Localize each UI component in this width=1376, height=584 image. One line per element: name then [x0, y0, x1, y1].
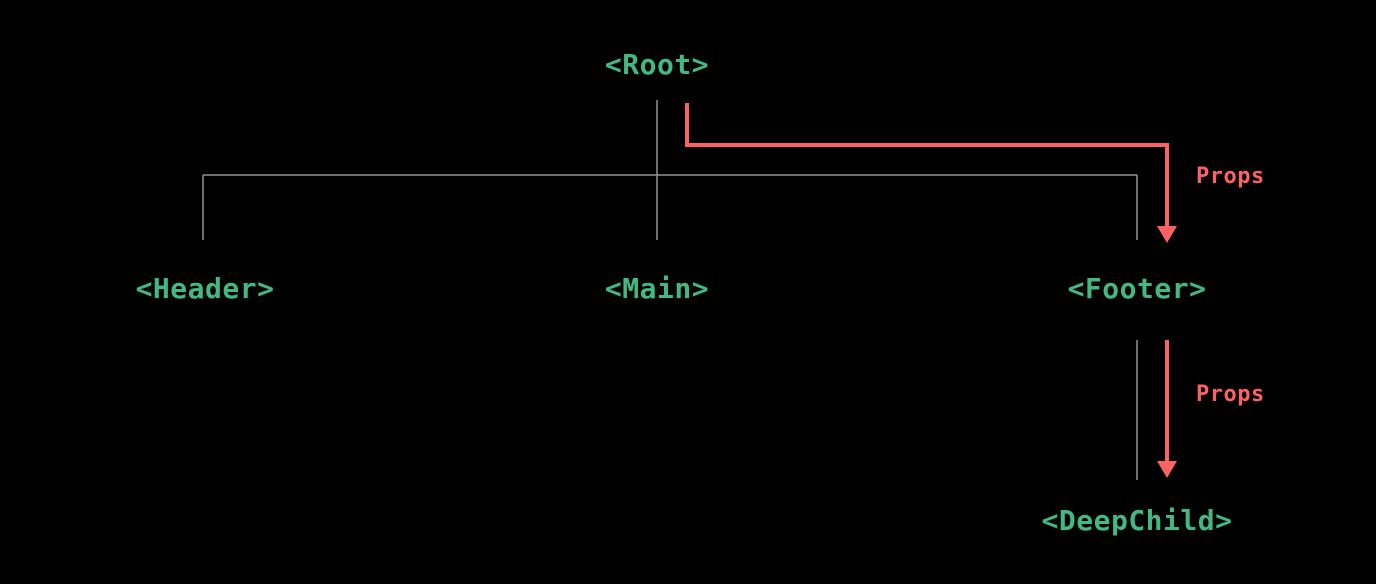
props-arrowheads [1157, 226, 1177, 478]
tree-edges [202, 100, 1138, 480]
node-footer: <Footer> [1067, 272, 1207, 305]
arrowhead-to-footer [1157, 226, 1177, 243]
props-arrows [685, 103, 1169, 463]
arrowhead-to-deepchild [1157, 461, 1177, 478]
props-arrow-root-to-footer [685, 103, 1169, 228]
props-label-footer-to-deepchild: Props [1196, 382, 1265, 407]
node-root: <Root> [604, 48, 710, 81]
props-label-root-to-footer: Props [1196, 164, 1265, 189]
node-deepchild: <DeepChild> [1041, 504, 1233, 537]
node-main: <Main> [604, 272, 710, 305]
node-header: <Header> [135, 272, 275, 305]
